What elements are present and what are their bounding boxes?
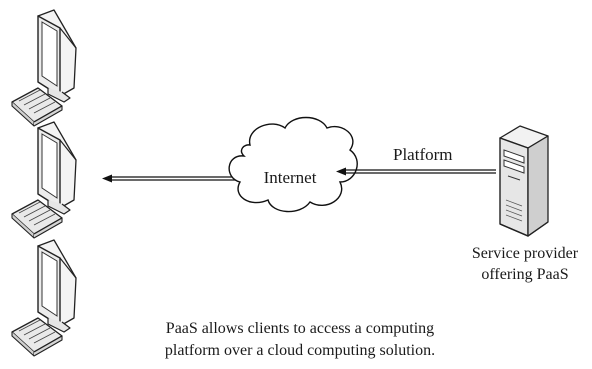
provider-label-line-2: offering PaaS <box>481 266 569 283</box>
server-icon <box>499 125 549 237</box>
arrow-icon <box>336 167 496 176</box>
caption-line-2: platform over a cloud computing solution… <box>164 342 436 359</box>
arrow-icon <box>102 174 238 183</box>
client-computer-icon <box>11 121 77 239</box>
client-computer-icon <box>11 9 77 127</box>
caption-line-1: PaaS allows clients to access a computin… <box>165 320 435 337</box>
provider-label: Service provider offering PaaS <box>455 243 592 285</box>
client-computer-icon <box>11 239 77 357</box>
arrow-label: Platform <box>393 145 453 164</box>
provider-label-line-1: Service provider <box>471 245 579 262</box>
cloud-icon <box>228 116 358 213</box>
cloud-label: Internet <box>263 168 317 187</box>
diagram-caption: PaaS allows clients to access a computin… <box>115 318 485 362</box>
